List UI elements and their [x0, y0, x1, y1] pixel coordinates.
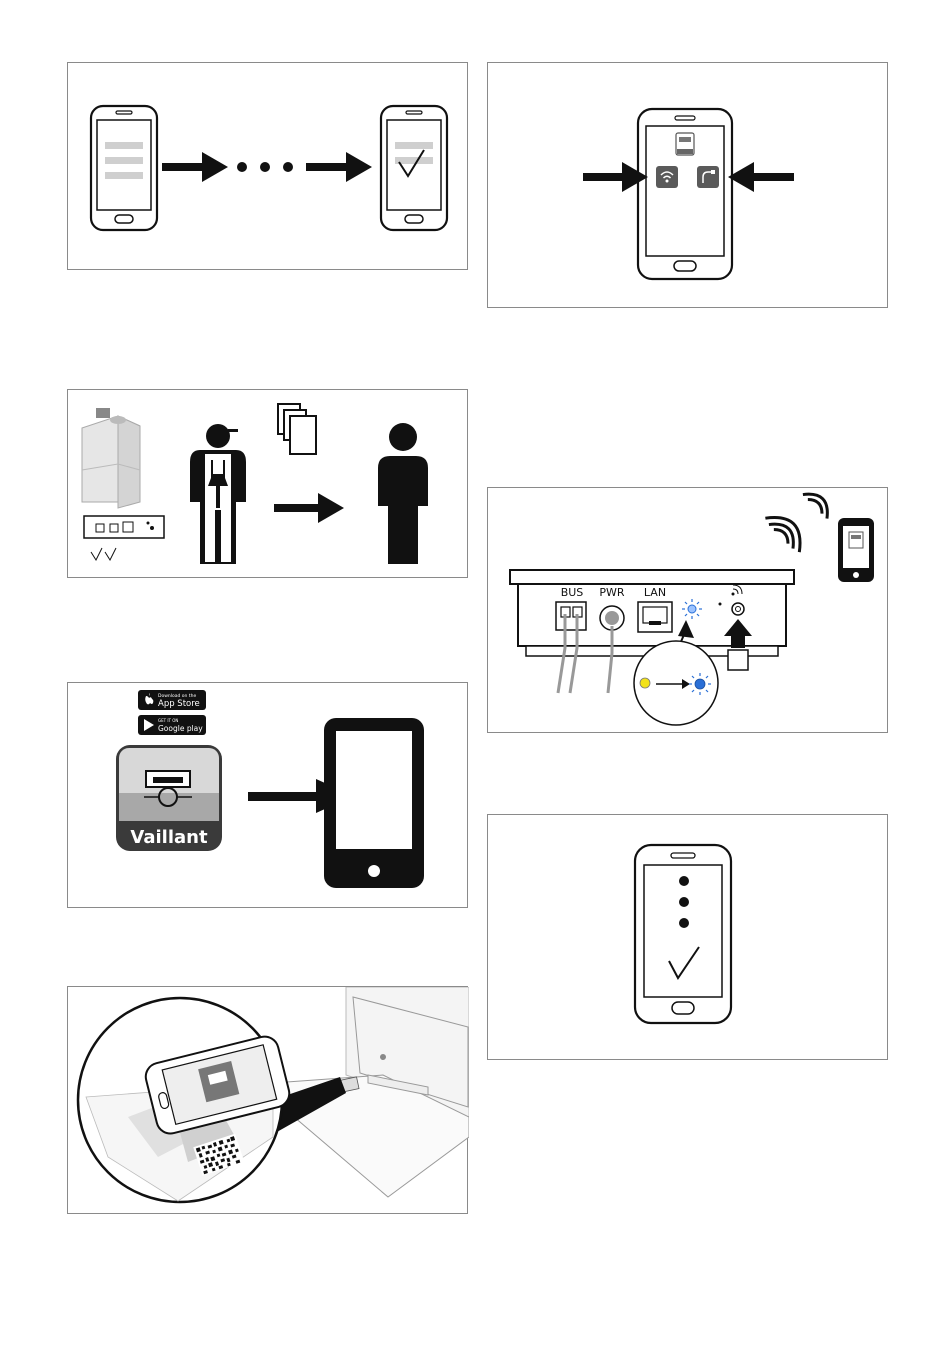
boiler-icon — [82, 408, 140, 508]
app-brand-label: Vaillant — [130, 827, 208, 848]
app-logo-icon — [676, 133, 694, 155]
wifi-icon — [656, 166, 678, 188]
port-label-pwr: PWR — [599, 586, 625, 599]
led-yellow — [640, 678, 650, 688]
wifi-signal-icon — [765, 488, 834, 552]
figure-app-steps — [67, 62, 468, 270]
smartphone-icon — [324, 718, 424, 888]
led-blue — [695, 679, 705, 689]
figure-qr-scan — [67, 986, 468, 1214]
google-play-badge: GET IT ON Google play — [138, 715, 206, 735]
status-led-icon — [682, 599, 702, 619]
figure-handover — [67, 389, 468, 578]
gateway-device: BUS PWR LAN — [510, 570, 794, 656]
documents-icon — [278, 404, 316, 454]
smartphone-icon — [91, 106, 157, 230]
arrow-left-icon — [728, 162, 794, 192]
arrow-right-icon — [274, 493, 344, 523]
google-play-big-label: Google play — [158, 724, 203, 733]
app-store-big-label: App Store — [158, 699, 200, 709]
port-label-bus: BUS — [561, 586, 584, 599]
arrow-right-icon — [162, 152, 228, 182]
cable-icon — [697, 166, 719, 188]
person-icon — [378, 423, 428, 564]
magnifier-callout — [78, 998, 292, 1202]
figure-gateway-pairing: BUS PWR LAN — [487, 487, 888, 733]
installer-icon — [190, 424, 246, 564]
app-store-badge: Download on the App Store — [138, 690, 206, 710]
google-play-small-label: GET IT ON — [158, 718, 178, 723]
vaillant-app-icon: Vaillant — [116, 745, 222, 851]
smartphone-icon — [838, 518, 874, 582]
port-label-lan: LAN — [644, 586, 666, 599]
pair-button — [732, 603, 744, 615]
smartphone-icon — [635, 845, 731, 1023]
bus-port — [556, 602, 586, 630]
smartphone-icon — [638, 109, 732, 279]
figure-setup-complete — [487, 814, 888, 1060]
figure-app-connection-choice — [487, 62, 888, 308]
ellipsis-icon — [237, 162, 293, 172]
gateway-ports-icon — [84, 516, 164, 560]
smartphone-icon — [381, 106, 447, 230]
figure-app-download: Download on the App Store GET IT ON Goog… — [67, 682, 468, 908]
arrow-right-icon — [306, 152, 372, 182]
led-callout — [634, 641, 718, 725]
lan-port — [638, 602, 672, 632]
